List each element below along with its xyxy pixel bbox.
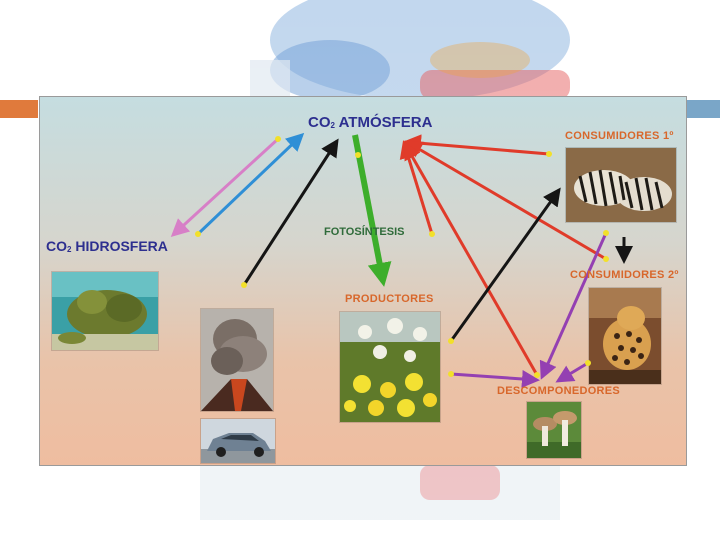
arrow-tail-dots	[195, 136, 609, 378]
accent-bar-left	[0, 100, 38, 118]
arrow-producers-to-atm	[404, 143, 432, 234]
label-consumidores-2: CONSUMIDORES 2º	[570, 269, 679, 281]
arrow-atm-to-hydro	[173, 139, 278, 235]
accent-bar-right	[686, 100, 720, 118]
arrow-volcano-to-atm	[244, 141, 337, 285]
label-descomponedores: DESCOMPONEDORES	[497, 385, 620, 397]
arrow-layer	[40, 97, 686, 465]
label-consumidores-1: CONSUMIDORES 1º	[565, 130, 674, 142]
label-co2-atmosfera: CO2 ATMÓSFERA	[308, 114, 432, 131]
arrow-consumers1-to-decomposers	[542, 233, 606, 377]
arrow-consumers2-to-decomposers	[558, 363, 588, 381]
label-productores: PRODUCTORES	[345, 293, 434, 305]
arrow-producers-to-decomposers	[451, 374, 537, 380]
arrow-consumers1-to-atm	[406, 142, 549, 154]
carbon-cycle-diagram: CO2 ATMÓSFERA CO2 HIDROSFERA FOTOSÍNTESI…	[39, 96, 687, 466]
label-co2-hidrosfera: CO2 HIDROSFERA	[46, 238, 168, 254]
label-fotosintesis: FOTOSÍNTESIS	[324, 226, 404, 238]
